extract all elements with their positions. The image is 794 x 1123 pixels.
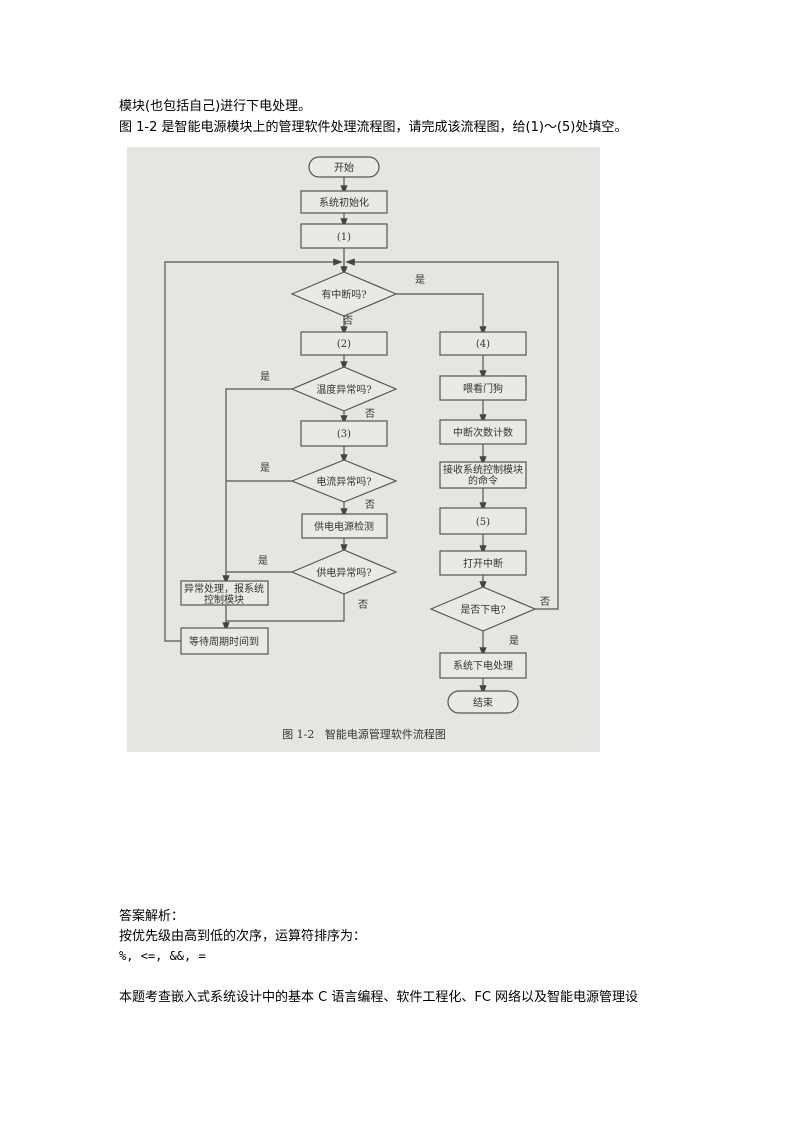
power-abnormal-label: 供电异常吗? <box>316 566 371 579</box>
blank-1: (1) <box>337 232 351 243</box>
wait-label: 等待周期时间到 <box>189 635 259 648</box>
exception-label-1: 异常处理，报系统 <box>184 582 264 595</box>
yes-label: 是 <box>260 371 270 383</box>
init-label: 系统初始化 <box>319 196 369 209</box>
intro-line-1: 模块(也包括自己)进行下电处理。 <box>119 99 312 114</box>
figure-caption: 图 1-2 智能电源管理软件流程图 <box>282 727 446 741</box>
has-interrupt-label: 有中断吗? <box>321 288 366 301</box>
enable-int-label: 打开中断 <box>463 557 503 570</box>
no-label: 否 <box>343 315 353 327</box>
start-terminal <box>308 156 380 178</box>
yes-label: 是 <box>509 635 519 647</box>
answer-operators: %, <=, &&, = <box>119 949 206 963</box>
blank-3: (3) <box>337 429 351 440</box>
exception-label-2: 控制模块 <box>204 593 244 606</box>
no-label: 否 <box>365 408 375 420</box>
watchdog-label: 喂看门狗 <box>463 382 503 395</box>
receive-label-1: 接收系统控制模块 <box>443 463 523 476</box>
power-down-label: 系统下电处理 <box>453 659 513 672</box>
current-abnormal-label: 电流异常吗? <box>316 475 371 488</box>
no-label: 否 <box>540 596 550 608</box>
count-label: 中断次数计数 <box>453 426 513 439</box>
no-label: 否 <box>358 599 368 611</box>
start-label: 开始 <box>334 161 354 174</box>
yes-label: 是 <box>415 274 425 286</box>
power-check-label: 供电电源检测 <box>314 520 374 533</box>
end-label: 结束 <box>473 696 493 709</box>
intro-line-2: 图 1-2 是智能电源模块上的管理软件处理流程图，请完成该流程图，给(1)～(5… <box>119 120 628 135</box>
end-terminal <box>447 690 519 714</box>
blank-4: (4) <box>476 339 490 350</box>
blank-5: (5) <box>476 517 490 528</box>
answer-line-2: 本题考查嵌入式系统设计中的基本 C 语言编程、软件工程化、FC 网络以及智能电源… <box>119 990 639 1005</box>
temp-abnormal-label: 温度异常吗? <box>316 383 371 396</box>
flowchart-svg: 开始 系统初始化 (1) 有中断吗? (2) 温度异常吗? (3) 电流异常吗?… <box>164 156 559 741</box>
flowchart-figure: 开始 系统初始化 (1) 有中断吗? (2) 温度异常吗? (3) 电流异常吗?… <box>127 147 600 752</box>
blank-2: (2) <box>337 339 351 350</box>
receive-label-2: 的命令 <box>468 474 498 487</box>
no-label: 否 <box>365 499 375 511</box>
answer-heading: 答案解析： <box>119 909 185 924</box>
yes-label: 是 <box>258 555 268 567</box>
yes-label: 是 <box>260 462 270 474</box>
decision-diamond <box>290 271 398 317</box>
answer-line-1: 按优先级由高到低的次序，运算符排序为： <box>119 929 367 944</box>
power-down-q-label: 是否下电? <box>460 603 505 616</box>
